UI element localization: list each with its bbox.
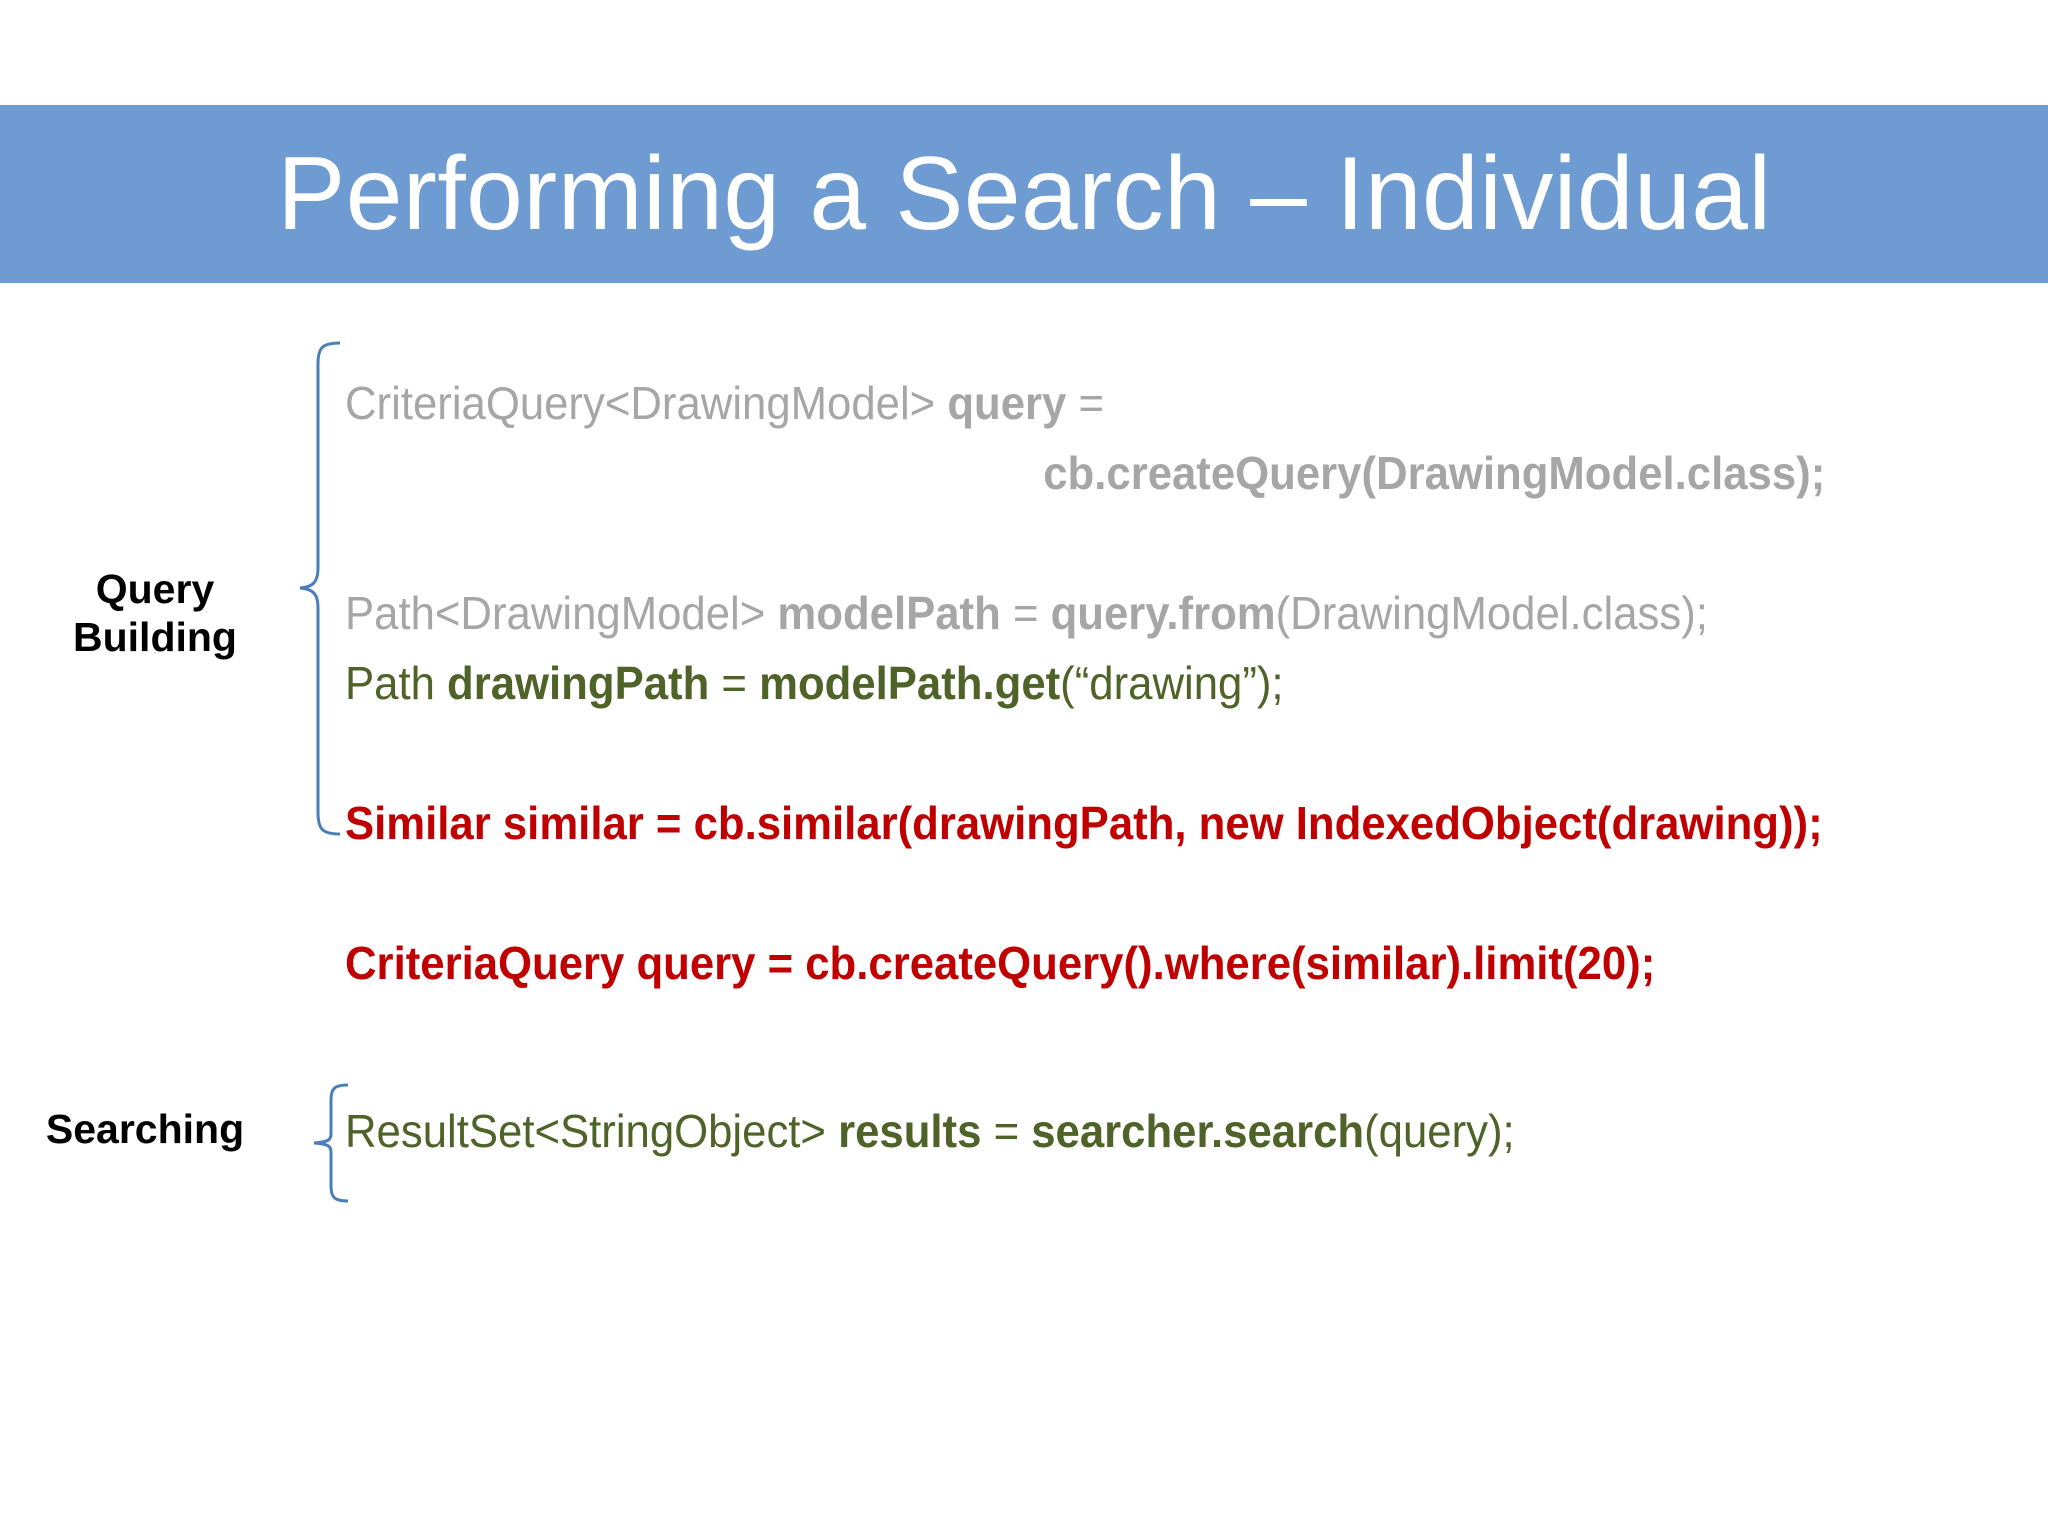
slide-title-bar: Performing a Search – Individual [0, 105, 2048, 283]
code-line-result-set: ResultSet<StringObject> results = search… [345, 1096, 1941, 1166]
code-token-type: Path<DrawingModel> [345, 587, 778, 639]
code-line-criteria-query-decl: CriteriaQuery<DrawingModel> query = [345, 368, 1941, 438]
code-token-assign: = [1000, 587, 1051, 639]
section-label-query-building: Query Building [30, 565, 280, 662]
code-blank-line-3 [345, 858, 2025, 928]
code-token-variable: results [838, 1105, 982, 1157]
code-block-searching: ResultSet<StringObject> results = search… [345, 1096, 2025, 1166]
curly-brace-icon-searching [313, 1083, 349, 1203]
section-label-query-building-line2: Building [73, 614, 237, 661]
code-token-call: query.from [1050, 587, 1276, 639]
code-token-call: cb.createQuery(DrawingModel.class); [1043, 447, 1826, 499]
code-token-args: (query); [1364, 1105, 1515, 1157]
code-token-args: (“drawing”); [1060, 657, 1284, 709]
code-token-type: CriteriaQuery<DrawingModel> [345, 377, 948, 429]
code-token-assign: = [1066, 377, 1105, 429]
code-token-call: searcher.search [1031, 1105, 1365, 1157]
code-token-variable: modelPath [777, 587, 1001, 639]
code-block-query-building: CriteriaQuery<DrawingModel> query = cb.c… [345, 368, 2025, 998]
code-line-model-path: Path<DrawingModel> modelPath = query.fro… [345, 578, 1941, 648]
code-token-type: Path [345, 657, 448, 709]
code-blank-line-1 [345, 508, 2025, 578]
code-line-similar: Similar similar = cb.similar(drawingPath… [345, 788, 1941, 858]
code-token-args: (DrawingModel.class); [1275, 587, 1708, 639]
code-line-criteria-query-where: CriteriaQuery query = cb.createQuery().w… [345, 928, 1941, 998]
section-label-searching: Searching [45, 1106, 245, 1152]
code-token-assign: = [981, 1105, 1032, 1157]
section-label-query-building-line1: Query [95, 566, 215, 612]
code-token-assign: = [709, 657, 760, 709]
code-token-statement: CriteriaQuery query = cb.createQuery().w… [345, 937, 1656, 989]
page-title: Performing a Search – Individual [276, 136, 1772, 252]
code-token-variable: drawingPath [447, 657, 710, 709]
code-token-statement: Similar similar = cb.similar(drawingPath… [345, 797, 1823, 849]
code-token-type: ResultSet<StringObject> [345, 1105, 839, 1157]
code-token-call: modelPath.get [759, 657, 1061, 709]
curly-brace-icon-query-building [299, 341, 341, 836]
code-token-variable: query [947, 377, 1067, 429]
code-blank-line-2 [345, 718, 2025, 788]
code-line-drawing-path: Path drawingPath = modelPath.get(“drawin… [345, 648, 1941, 718]
code-line-create-query: cb.createQuery(DrawingModel.class); [345, 438, 1941, 508]
